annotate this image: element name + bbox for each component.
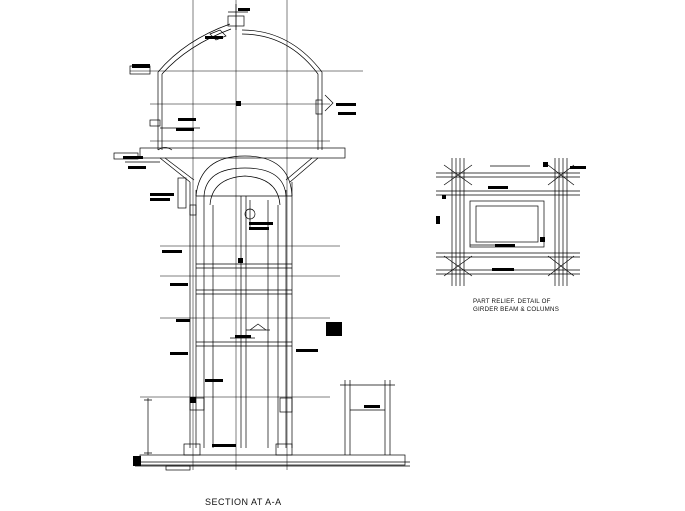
detail-caption-line-1: PART RELIEF. DETAIL OF [473,298,551,305]
girder-detail [436,158,580,286]
section-title: SECTION AT A-A [205,497,282,507]
tank-dome [129,4,323,75]
support-shaft [189,182,293,448]
foundation [135,398,410,471]
detail-caption: PART RELIEF. DETAIL OF GIRDER BEAM & COL… [473,298,559,314]
tank-walls [113,72,346,163]
right-piers [340,380,395,455]
dimension-tags [123,8,586,466]
tank-cone-arch [159,155,319,230]
detail-caption-line-2: GIRDER BEAM & COLUMNS [473,306,560,313]
